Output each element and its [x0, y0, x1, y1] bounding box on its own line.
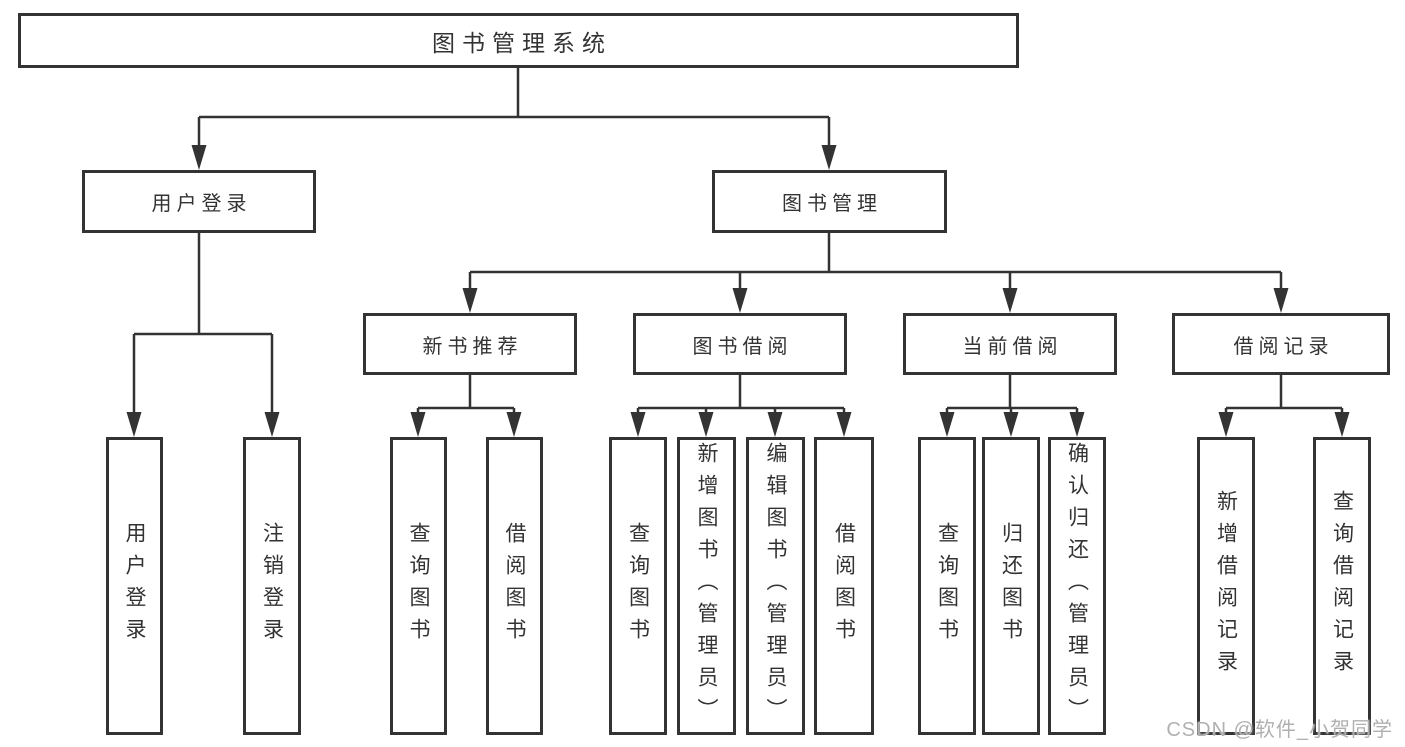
leaf-current-query-book-label: 查询图书	[935, 522, 959, 650]
node-current-borrow: 当前借阅	[903, 313, 1117, 375]
arrowhead-icon	[462, 288, 478, 313]
leaf-borrow-edit-book-admin: 编辑图书（管理员）	[746, 437, 805, 735]
arrowhead-icon	[1069, 412, 1085, 437]
leaf-borrow-edit-book-admin-label: 编辑图书（管理员）	[764, 442, 787, 730]
leaf-borrow-query-book-label: 查询图书	[626, 522, 650, 650]
arrowhead-icon	[1273, 288, 1289, 313]
leaf-recommend-query-book-label: 查询图书	[407, 522, 430, 650]
arrowhead-icon	[1334, 412, 1350, 437]
leaf-borrow-borrow-book-label: 借阅图书	[832, 522, 856, 650]
leaf-recommend-borrow-book: 借阅图书	[486, 437, 543, 735]
leaf-records-add-record: 新增借阅记录	[1197, 437, 1255, 735]
node-book-borrow: 图书借阅	[633, 313, 847, 375]
arrowhead-icon	[630, 412, 646, 437]
node-new-book-recommend: 新书推荐	[363, 313, 577, 375]
leaf-records-add-record-label: 新增借阅记录	[1214, 490, 1238, 682]
arrowhead-icon	[821, 145, 837, 170]
leaf-borrow-query-book: 查询图书	[609, 437, 667, 735]
leaf-logout-label: 注销登录	[260, 522, 284, 650]
arrowhead-icon	[410, 412, 426, 437]
leaf-current-return-book: 归还图书	[982, 437, 1040, 735]
arrowhead-icon	[732, 288, 748, 313]
leaf-borrow-borrow-book: 借阅图书	[814, 437, 874, 735]
csdn-watermark: CSDN @软件_小贺同学	[1166, 719, 1393, 741]
leaf-current-confirm-return-admin-label: 确认归还（管理员）	[1065, 442, 1089, 730]
arrowhead-icon	[1002, 288, 1018, 313]
leaf-user-login-label: 用户登录	[123, 522, 146, 650]
leaf-borrow-add-book-admin: 新增图书（管理员）	[677, 437, 736, 735]
node-book-management: 图书管理	[712, 170, 947, 233]
leaf-current-return-book-label: 归还图书	[999, 522, 1023, 650]
arrowhead-icon	[698, 412, 714, 437]
node-user-login: 用户登录	[82, 170, 316, 233]
arrowhead-icon	[126, 412, 142, 437]
arrowhead-icon	[939, 412, 955, 437]
arrowhead-icon	[264, 412, 280, 437]
leaf-current-query-book: 查询图书	[918, 437, 976, 735]
leaf-recommend-borrow-book-label: 借阅图书	[503, 522, 526, 650]
arrowhead-icon	[836, 412, 852, 437]
arrowhead-icon	[1218, 412, 1234, 437]
arrowhead-icon	[1003, 412, 1019, 437]
leaf-logout: 注销登录	[243, 437, 301, 735]
arrowhead-icon	[191, 145, 207, 170]
leaf-recommend-query-book: 查询图书	[390, 437, 447, 735]
leaf-records-query-record-label: 查询借阅记录	[1330, 490, 1354, 682]
leaf-borrow-add-book-admin-label: 新增图书（管理员）	[695, 442, 718, 730]
arrowhead-icon	[506, 412, 522, 437]
node-borrow-records: 借阅记录	[1172, 313, 1390, 375]
arrowhead-icon	[767, 412, 783, 437]
leaf-user-login: 用户登录	[106, 437, 163, 735]
leaf-current-confirm-return-admin: 确认归还（管理员）	[1048, 437, 1106, 735]
leaf-records-query-record: 查询借阅记录	[1313, 437, 1371, 735]
node-root: 图书管理系统	[18, 13, 1019, 68]
